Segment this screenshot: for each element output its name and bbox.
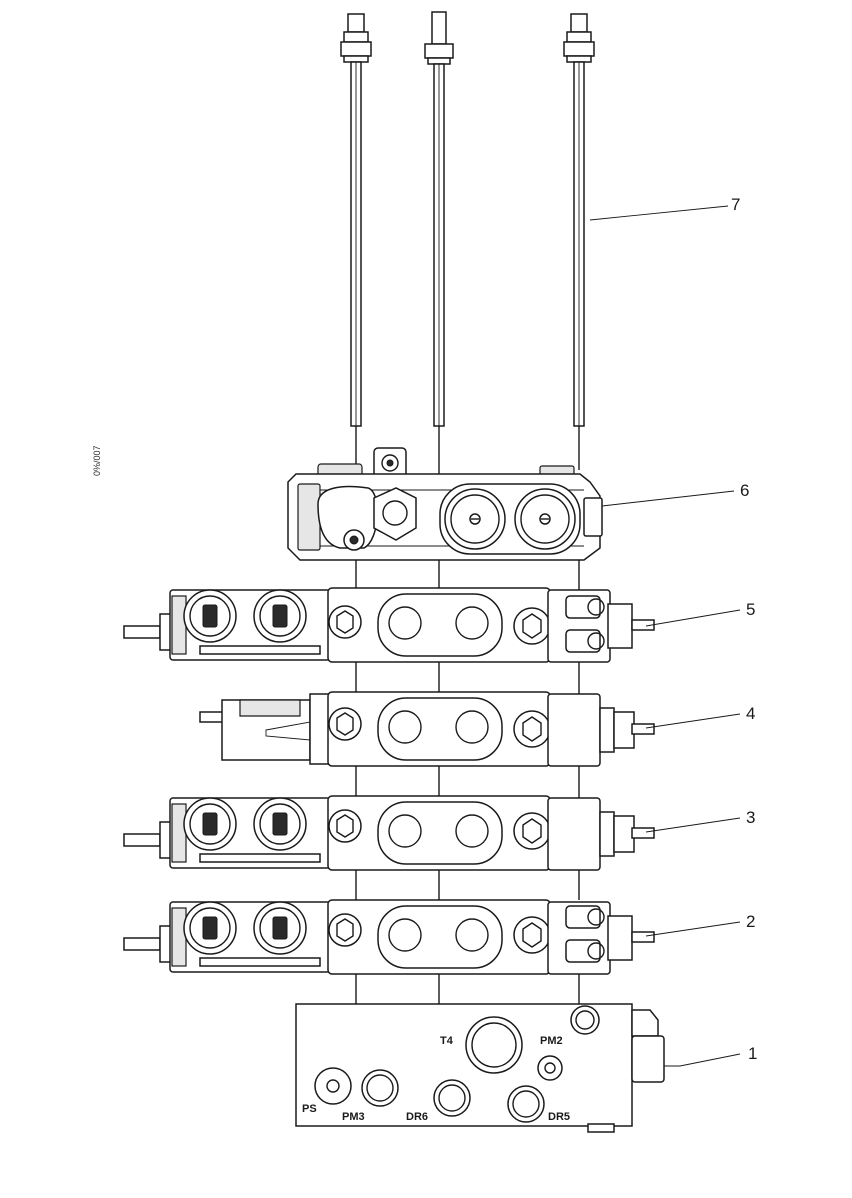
callout-4: 4: [746, 704, 755, 723]
callout-5: 5: [746, 600, 755, 619]
inlet-body: [295, 1003, 665, 1133]
drawing-code: 0%/007: [92, 445, 102, 476]
callout-1: 1: [748, 1044, 757, 1063]
port-label-ps: PS: [302, 1103, 317, 1115]
section-5: [123, 587, 655, 694]
section-3: [123, 795, 655, 900]
port-label-dr6: DR6: [406, 1111, 428, 1123]
leader-lines: [589, 205, 741, 1067]
port-label-pm2: PM2: [540, 1035, 563, 1047]
port-label-dr5: DR5: [548, 1111, 570, 1123]
callout-6: 6: [740, 481, 749, 500]
callout-2: 2: [746, 912, 755, 931]
port-label-pm3: PM3: [342, 1111, 365, 1123]
callout-7: 7: [731, 195, 740, 214]
callout-3: 3: [746, 808, 755, 827]
tie-rod-left: [340, 13, 372, 470]
tie-rod-center: [424, 11, 454, 480]
section-4: [199, 691, 655, 798]
port-label-t4: T4: [440, 1035, 454, 1047]
end-cover: [287, 447, 603, 590]
tie-rods: [340, 11, 595, 480]
section-2: [123, 899, 655, 1004]
tie-rod-right: [563, 13, 595, 470]
